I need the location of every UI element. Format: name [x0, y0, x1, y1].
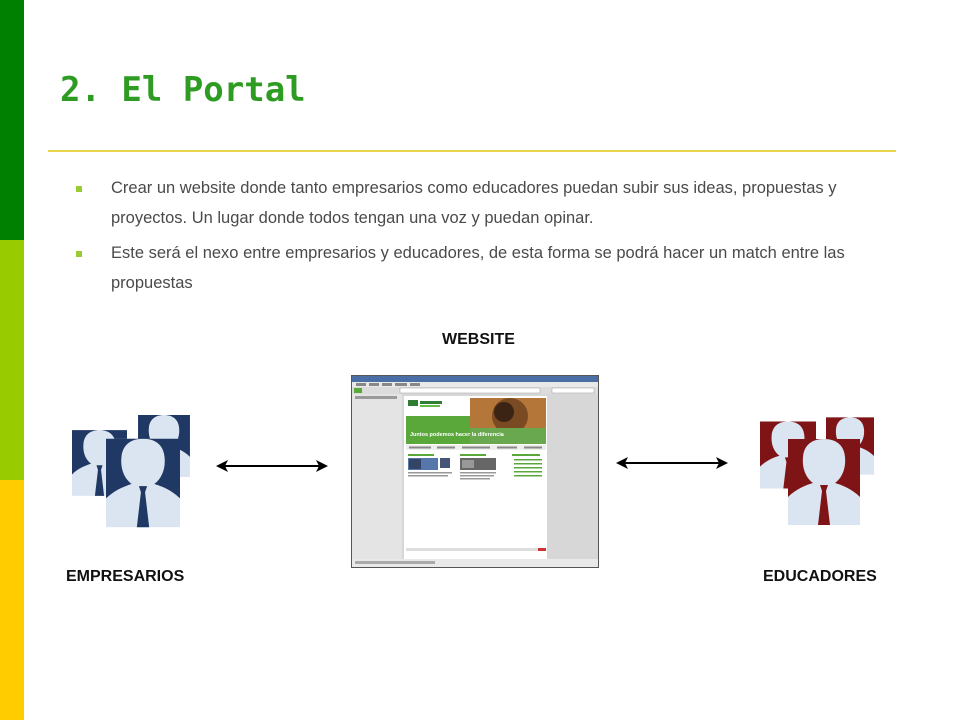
- empresarios-label: EMPRESARIOS: [66, 568, 185, 585]
- bullet-text: Este será el nexo entre empresarios y ed…: [111, 244, 845, 292]
- right-double-arrow: [616, 457, 728, 469]
- bullet-item: Crear un website donde tanto empresarios…: [76, 174, 886, 233]
- slide-title: 2. El Portal: [60, 70, 306, 110]
- sidebar-stripe: [0, 0, 24, 720]
- bullet-list: Crear un website donde tanto empresarios…: [76, 174, 886, 304]
- bullet-square-icon: [76, 251, 82, 257]
- website-screenshot: Juntos podemos hacer la diferencia: [351, 375, 599, 568]
- title-rule: [48, 150, 896, 152]
- educadores-people-icon: [758, 410, 876, 532]
- educadores-label: EDUCADORES: [763, 568, 877, 585]
- left-double-arrow: [216, 460, 328, 472]
- bullet-text: Crear un website donde tanto empresarios…: [111, 179, 837, 227]
- sidebar-stripe-green: [0, 0, 24, 240]
- website-banner-text: Juntos podemos hacer la diferencia: [410, 432, 505, 438]
- sidebar-stripe-yellow: [0, 480, 24, 720]
- empresarios-people-icon: [70, 415, 190, 535]
- website-label: WEBSITE: [442, 331, 515, 348]
- bullet-square-icon: [76, 186, 82, 192]
- bullet-item: Este será el nexo entre empresarios y ed…: [76, 239, 886, 298]
- sidebar-stripe-lime: [0, 240, 24, 480]
